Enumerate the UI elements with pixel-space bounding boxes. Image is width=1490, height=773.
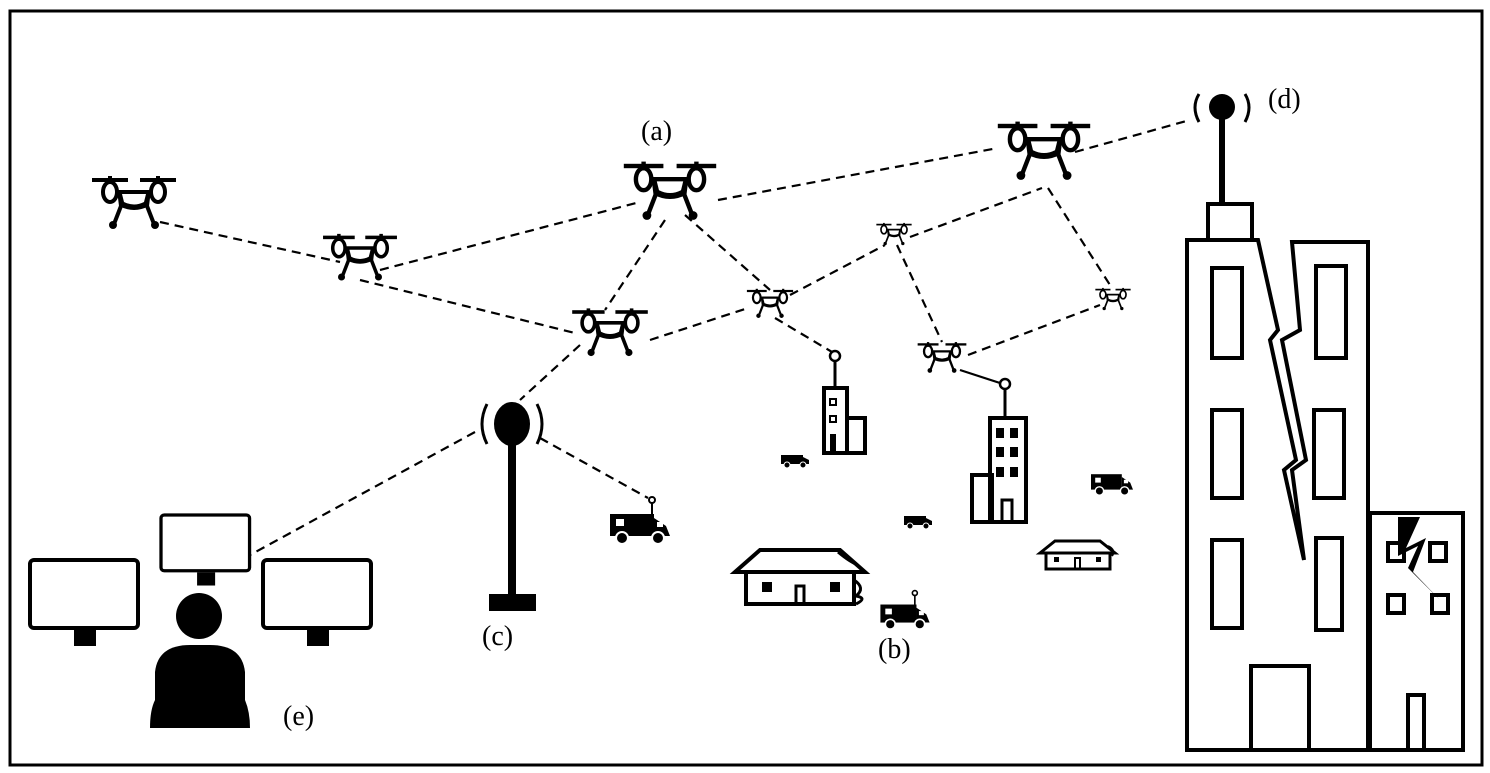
building-icon (970, 377, 1028, 524)
vehicle-icon (1090, 473, 1134, 496)
drone-icon (90, 174, 178, 231)
label-a: (a) (641, 116, 673, 147)
label-c: (c) (482, 621, 514, 652)
drone-icon (916, 340, 968, 374)
rooftop-antenna-icon (1193, 93, 1251, 204)
operator-icon (150, 593, 250, 728)
communication-links (159, 118, 1191, 556)
label-d: (d) (1268, 84, 1301, 115)
drone-icon (321, 232, 399, 283)
drone-icon (570, 306, 650, 358)
vehicle-icon (879, 589, 931, 630)
diagram-frame (8, 9, 1484, 767)
vehicle-icon (780, 454, 810, 469)
label-e: (e) (283, 701, 315, 732)
crack-icon (1398, 517, 1440, 600)
monitor-icon (261, 558, 373, 648)
antenna-tower-icon (480, 402, 544, 611)
monitor-icon (28, 558, 140, 648)
house-icon (1035, 539, 1120, 571)
drone-icon (745, 287, 795, 320)
damaged-building-icon (1185, 202, 1465, 752)
vehicle-icon (903, 515, 933, 530)
drone-icon (624, 162, 716, 220)
label-b: (b) (878, 634, 911, 665)
drone-icon (1094, 287, 1132, 312)
vehicle-icon (609, 496, 671, 545)
monitor-icon (159, 513, 252, 588)
house-icon (729, 548, 871, 606)
building-icon (822, 349, 867, 455)
drone-icon (875, 222, 913, 247)
